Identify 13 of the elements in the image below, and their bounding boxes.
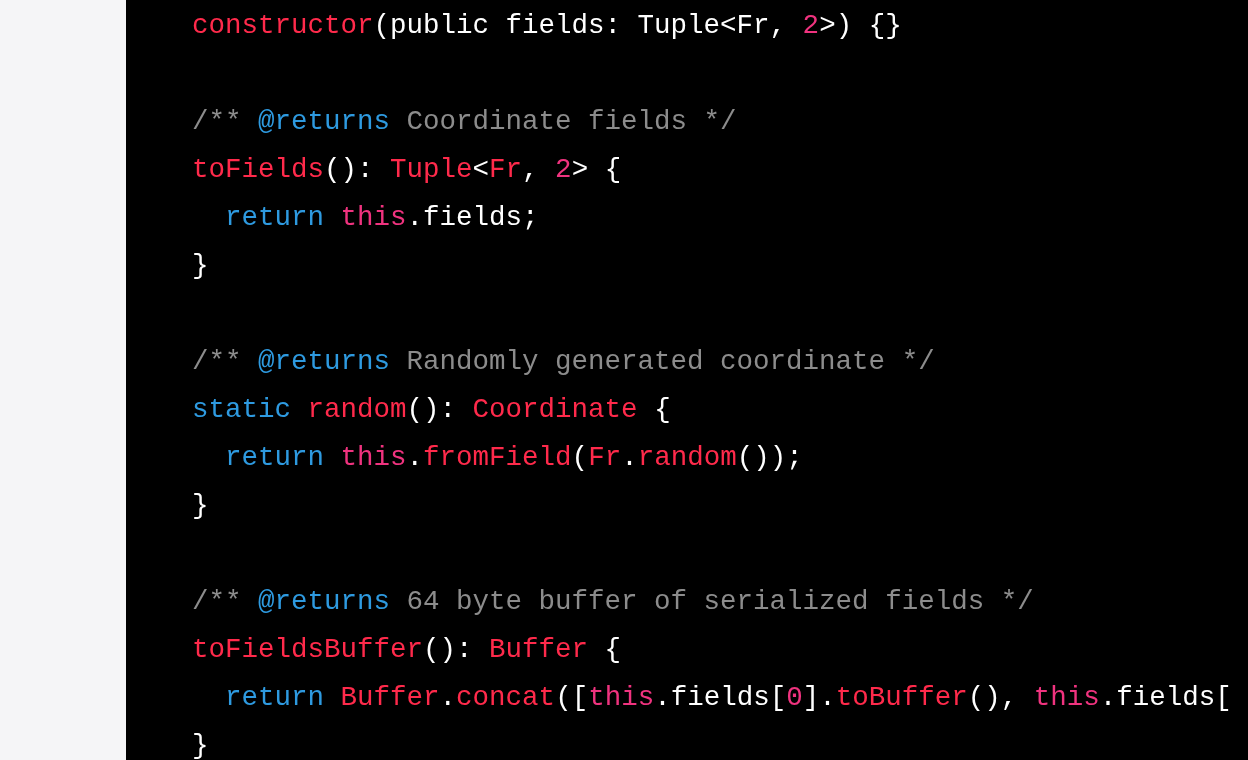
- code-comment: /** @returns Randomly generated coordinate */: [192, 345, 935, 379]
- code-line: toFieldsBuffer(): Buffer {: [192, 633, 622, 667]
- code-line: return this.fields;: [225, 201, 539, 235]
- code-line: }: [192, 489, 209, 523]
- code-line: toFields(): Tuple<Fr, 2> {: [192, 153, 622, 187]
- code-line: }: [192, 729, 209, 760]
- code-line: return this.fromField(Fr.random());: [225, 441, 803, 475]
- code-line: static random(): Coordinate {: [192, 393, 671, 427]
- code-line: return Buffer.concat([this.fields[0].toBuffer(), this.fields[: [225, 681, 1232, 715]
- code-line: constructor(public fields: Tuple<Fr, 2>) {}: [192, 9, 902, 43]
- code-line: }: [192, 249, 209, 283]
- code-comment: /** @returns 64 byte buffer of serialized fields */: [192, 585, 1034, 619]
- code-comment: /** @returns Coordinate fields */: [192, 105, 737, 139]
